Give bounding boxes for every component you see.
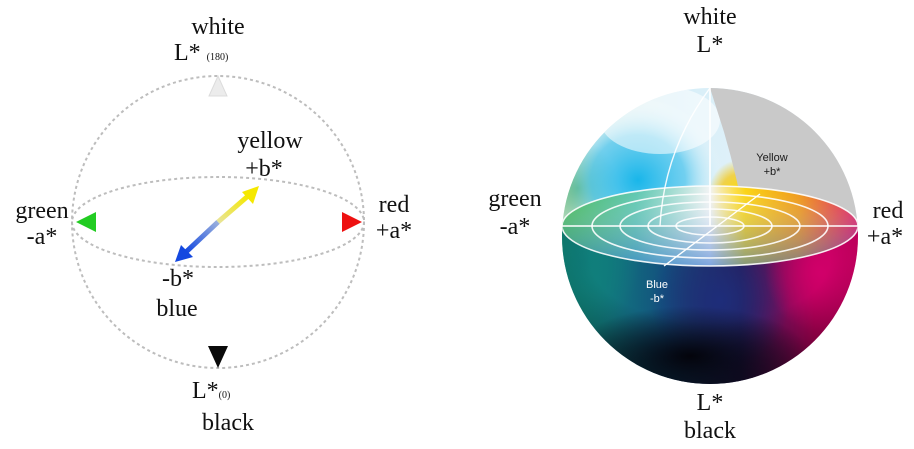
left-white-label: white xyxy=(191,14,245,40)
left-lab-diagram xyxy=(71,74,365,369)
right-plus-b-label: +b* xyxy=(763,166,781,178)
left-bottom-l-axis-value: (0) xyxy=(218,390,231,401)
left-red-label: red xyxy=(378,192,410,218)
right-minus-b-label: -b* xyxy=(649,293,665,305)
left-green-label: green xyxy=(15,198,69,224)
right-plus-a-label: +a* xyxy=(866,224,904,250)
right-meridian-arc xyxy=(659,87,711,227)
l-axis-white-arrowhead xyxy=(208,74,228,97)
white-highlight xyxy=(600,88,720,154)
left-top-l-axis-label: L* (180) xyxy=(174,40,228,71)
left-plus-b-label: +b* xyxy=(245,156,283,182)
left-blue-label: blue xyxy=(156,296,198,322)
right-red-label: red xyxy=(872,198,904,224)
left-plus-a-label: +a* xyxy=(375,218,413,244)
green-arrowhead xyxy=(76,212,96,232)
b-minus-axis-line xyxy=(184,220,220,254)
right-top-l-axis-label: L* xyxy=(696,32,724,58)
right-bottom-l-axis-label: L* xyxy=(696,390,724,416)
blue-arrowhead xyxy=(175,245,193,262)
right-yellow-label: Yellow xyxy=(756,152,788,164)
red-arrowhead xyxy=(342,212,362,232)
left-top-l-axis-value: (180) xyxy=(206,52,229,63)
right-green-label: green xyxy=(488,186,542,212)
right-minus-a-label: -a* xyxy=(499,214,531,240)
right-color-sphere xyxy=(548,60,872,384)
left-black-label: black xyxy=(202,410,254,436)
left-top-l-axis-text: L* xyxy=(174,40,201,66)
left-yellow-label: yellow xyxy=(237,128,303,154)
right-black-label: black xyxy=(684,418,736,444)
l-axis-black-arrowhead xyxy=(208,346,228,368)
left-minus-b-label: -b* xyxy=(162,266,194,292)
left-bottom-l-axis-label: L*(0) xyxy=(192,378,230,409)
left-bottom-l-axis-text: L* xyxy=(192,378,219,404)
right-b-axis-line xyxy=(663,193,761,267)
right-blue-label: Blue xyxy=(645,279,669,291)
b-plus-axis-line xyxy=(216,194,250,224)
left-minus-a-label: -a* xyxy=(26,224,58,250)
yellow-arrowhead xyxy=(242,186,259,204)
right-white-label: white xyxy=(683,4,737,30)
